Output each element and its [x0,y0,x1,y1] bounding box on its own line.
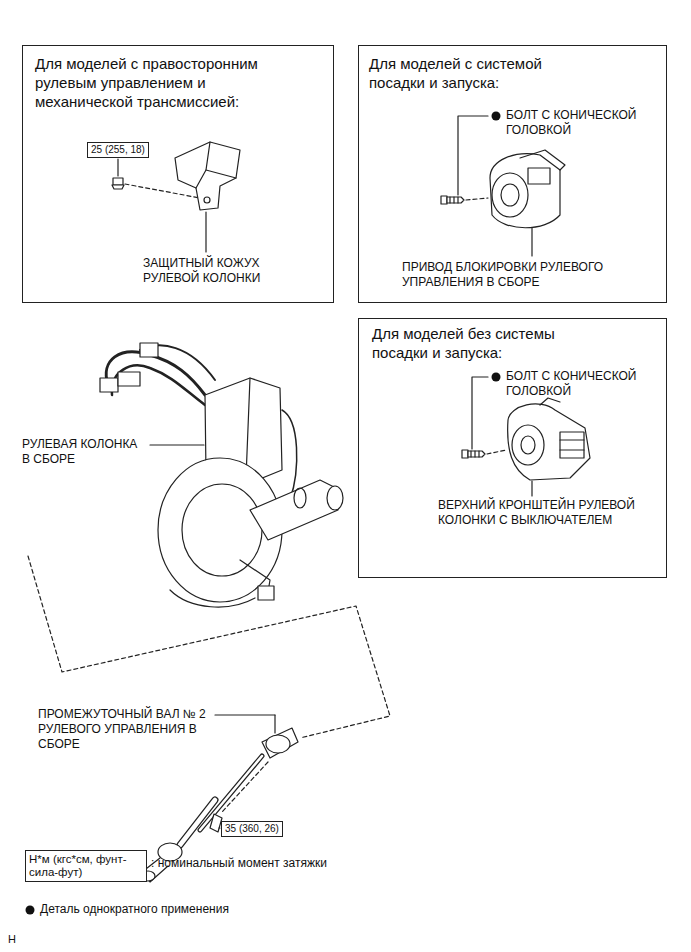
torque-value: 25 (255, 18) [87,142,149,158]
part-name: ПРИВОД БЛОКИРОВКИ РУЛЕВОГО УПРАВЛЕНИЯ В … [402,260,637,290]
column-cover [175,142,240,210]
leader-line [117,159,118,176]
part-name: БОЛТ С КОНИЧЕСКОЙ ГОЛОВКОЙ [506,108,646,138]
torque-legend-box: Н*м (кгс*см, фунт-сила-фут) [25,850,147,882]
leader-line [472,377,488,449]
tapered-bolt [441,196,464,204]
variant-panel: Для моделей без системы посадки и запуск… [358,318,667,578]
single-use-dot [492,373,501,382]
legend-dot [26,906,35,915]
leader-line [274,715,275,733]
part-name: РУЛЕВАЯ КОЛОНКА В СБОРЕ [22,437,147,467]
leader-line [219,827,220,828]
legend-text: Деталь однократного применения [40,902,229,917]
dashed-line [466,198,488,200]
part-name: ЗАЩИТНЫЙ КОЖУХ РУЛЕВОЙ КОЛОНКИ [143,256,278,286]
tapered-bolt [462,450,485,458]
dashed-line [222,762,268,812]
dashed-line [125,184,200,198]
part-name: БОЛТ С КОНИЧЕСКОЙ ГОЛОВКОЙ [506,369,646,399]
upper-bracket-with-switch [508,398,590,480]
leader-line [531,481,532,496]
box-text: 35 (360, 26) [225,823,279,834]
part-name: ВЕРХНИЙ КРОНШТЕЙН РУЛЕВОЙ КОЛОНКИ С ВЫКЛ… [438,498,653,528]
panel-heading: Для моделей с системой посадки и запуска… [369,54,554,92]
figure-code: H [8,932,28,947]
panel-heading: Для моделей без системы посадки и запуск… [372,324,562,362]
single-use-dot [492,112,501,121]
leader-line [531,228,532,256]
box-text: Н*м (кгс*см, фунт-сила-фут) [29,853,127,878]
steering-lock-actuator [490,150,565,228]
leader-line [458,116,488,195]
torque-value: 35 (360, 26) [221,821,283,837]
part-name: ПРОМЕЖУТОЧНЫЙ ВАЛ № 2 РУЛЕВОГО УПРАВЛЕНИ… [38,707,218,752]
bolt [112,178,124,189]
box-text: 25 (255, 18) [91,144,145,155]
leader-line [215,714,275,715]
steering-column-assembly [100,343,343,607]
leader-line [150,444,204,445]
leader-line [205,212,206,252]
panel-heading: Для моделей с правосторонним рулевым упр… [35,54,295,111]
dashed-line [487,450,506,454]
legend-text: : номинальный момент затяжки [151,856,327,871]
